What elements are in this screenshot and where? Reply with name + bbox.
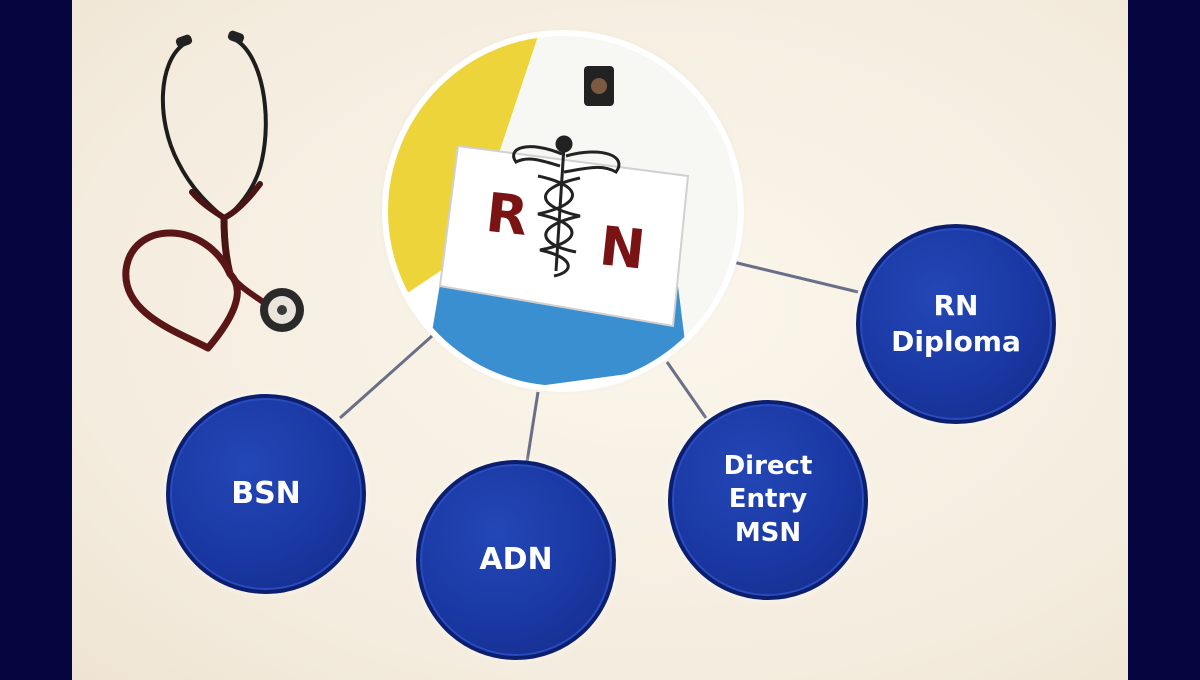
node-rn-diploma-label: RN Diploma [891, 289, 1021, 358]
node-rn-diploma: RN Diploma [856, 224, 1056, 424]
node-direct-entry-msn-label: Direct Entry MSN [723, 451, 813, 548]
link-direct-entry-msn [665, 361, 708, 419]
caduceus-icon [512, 135, 621, 278]
center-rn-image: R N [388, 36, 738, 386]
link-adn [525, 391, 540, 463]
rn-badge-illustration: R N [388, 36, 738, 386]
link-rn-diploma [732, 260, 859, 294]
node-adn-label: ADN [479, 541, 553, 577]
node-adn: ADN [416, 460, 616, 660]
node-direct-entry-msn: Direct Entry MSN [668, 400, 868, 600]
node-bsn: BSN [166, 394, 366, 594]
link-bsn [339, 334, 433, 420]
node-bsn-label: BSN [231, 475, 301, 511]
badge-letter-n: N [597, 214, 649, 281]
stethoscope-icon [122, 30, 304, 352]
badge-letter-r: R [483, 181, 531, 248]
